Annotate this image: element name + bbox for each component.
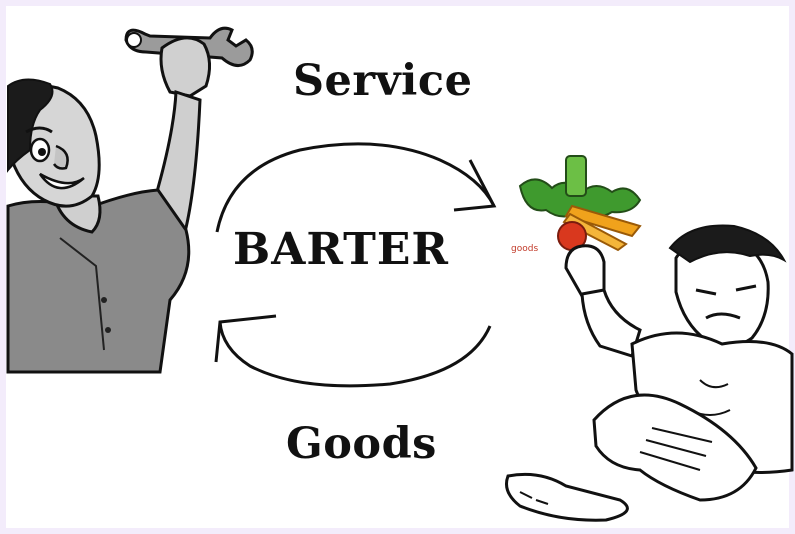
barter-label: BARTER [233,224,449,275]
goods-label: Goods [286,419,437,469]
vegetable-tag: goods [511,244,539,254]
curved-arrow-left-icon [214,314,492,388]
curved-arrow-right-icon [215,142,497,233]
farmer-icon [505,224,794,522]
mechanic-with-wrench-icon [6,26,254,374]
service-label: Service [293,56,473,106]
vegetables-icon [518,155,642,252]
